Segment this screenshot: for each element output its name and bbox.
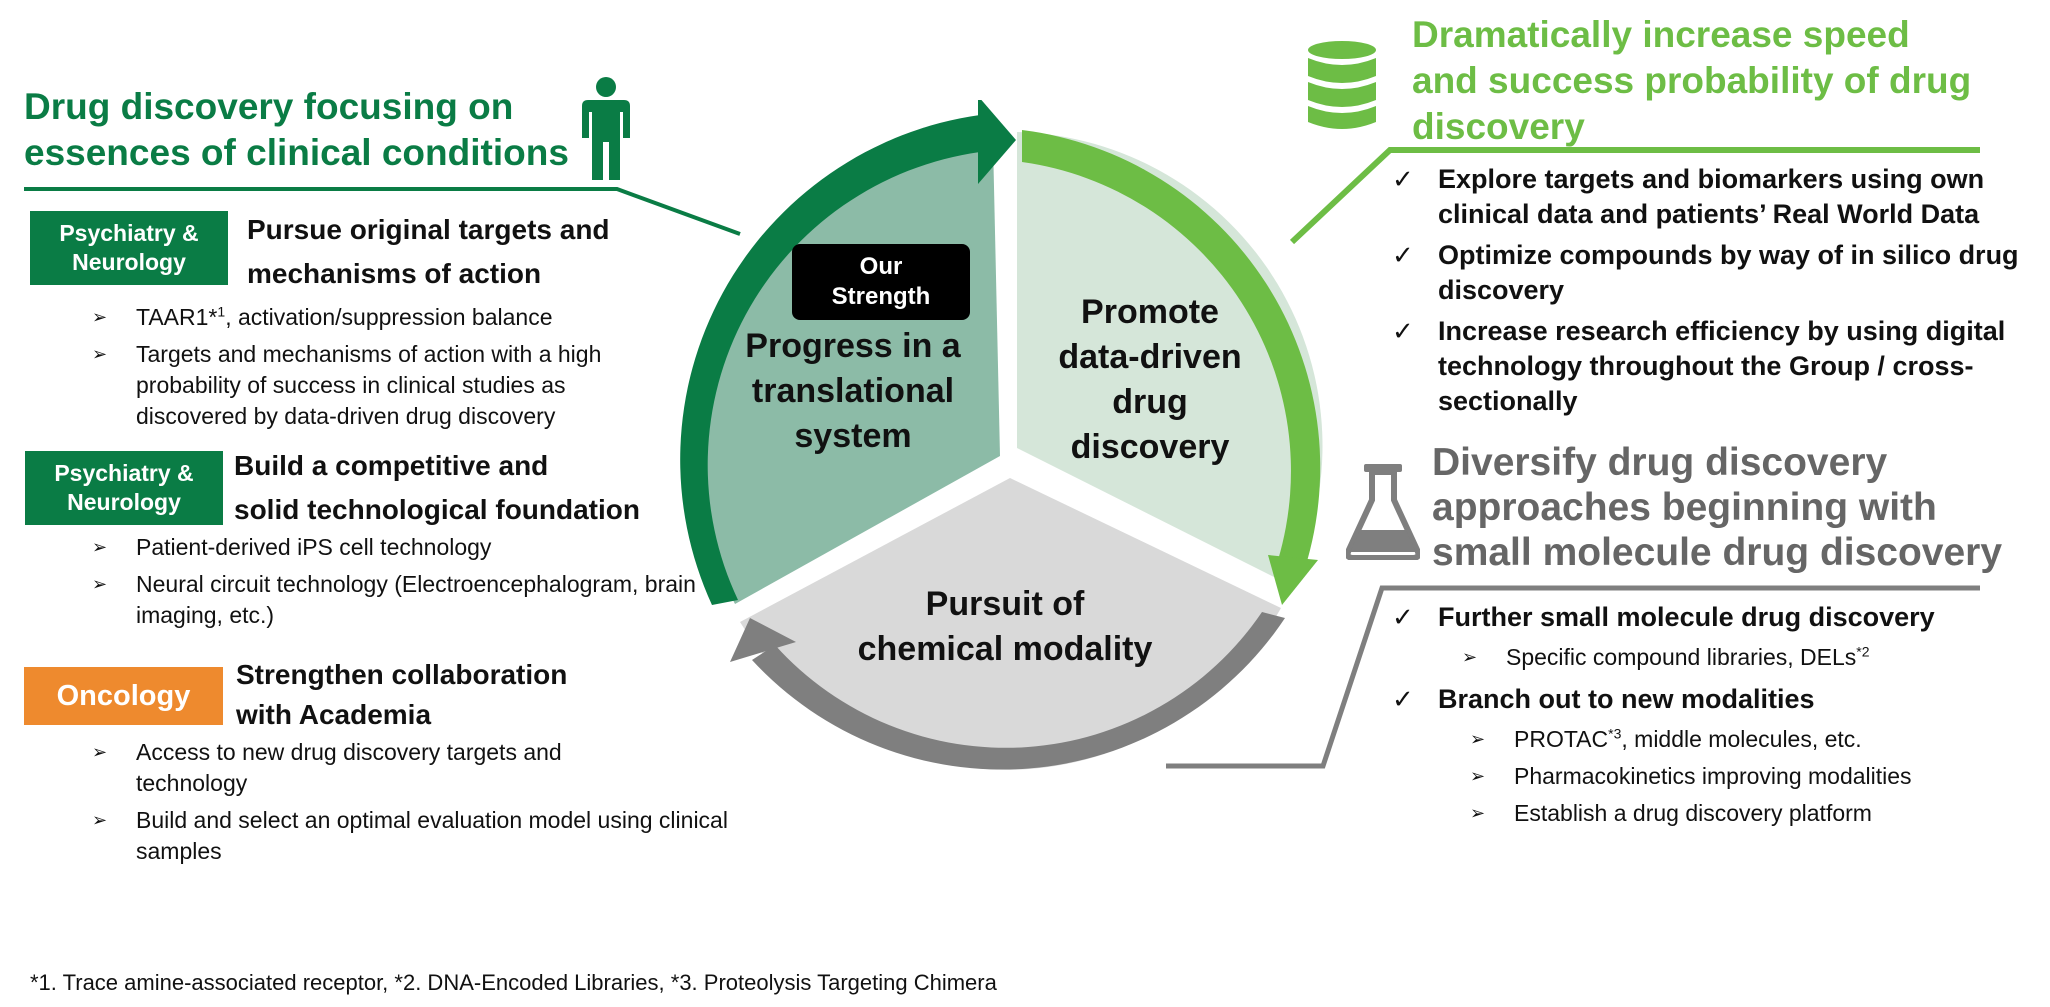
ring-arc-dark	[680, 115, 980, 605]
block-heading-academia: Strengthen collaboration with Academia	[236, 659, 568, 730]
list-item: ✓Further small molecule drug discovery S…	[1392, 600, 2042, 676]
right-bottom-list: ✓Further small molecule drug discovery S…	[1392, 600, 2042, 838]
database-icon	[1308, 41, 1376, 129]
block-heading-technological-foundation: Build a competitive and solid technologi…	[234, 450, 640, 525]
block2-list: Patient-derived iPS cell technology Neur…	[92, 532, 712, 631]
right-top-list: ✓Explore targets and biomarkers using ow…	[1392, 162, 2042, 425]
right-top-connector	[1289, 147, 1980, 245]
list-item: Build and select an optimal evaluation m…	[92, 805, 732, 867]
sub-list-item: Pharmacokinetics improving modalities	[1470, 758, 2042, 795]
list-item: ✓Increase research efficiency by using d…	[1392, 316, 2006, 416]
arrowhead-dark	[978, 100, 1016, 184]
sub-list: PROTAC*3, middle molecules, etc. Pharmac…	[1470, 721, 2042, 832]
flask-icon	[1346, 464, 1420, 560]
sub-list-item: Establish a drug discovery platform	[1470, 795, 2042, 832]
segment-label-chemical-modality: Pursuit of chemical modality	[857, 585, 1153, 668]
sub-list-item: Specific compound libraries, DELs*2	[1462, 639, 2042, 676]
block1-list: TAAR1*1, activation/suppression balance …	[92, 302, 692, 432]
left-connector-line	[24, 187, 741, 236]
arrowhead-gray	[730, 618, 796, 662]
list-item: TAAR1*1, activation/suppression balance	[92, 302, 692, 333]
block-heading-original-targets: Pursue original targets and mechanisms o…	[247, 214, 610, 289]
list-item: Targets and mechanisms of action with a …	[92, 339, 676, 432]
list-item: ✓Optimize compounds by way of in silico …	[1392, 240, 2019, 305]
segment-label-translational: Progress in a translational system	[745, 327, 961, 455]
right-bottom-title: Diversify drug discovery approaches begi…	[1432, 441, 2003, 574]
ring-arc-gray	[752, 612, 1285, 770]
category-tag-psychiatry-1: Psychiatry & Neurology	[30, 211, 228, 285]
right-top-title: Dramatically increase speed and success …	[1412, 14, 1972, 147]
arrowhead-light	[1268, 555, 1318, 605]
list-item: Neural circuit technology (Electroenceph…	[92, 569, 712, 631]
category-tag-psychiatry-2: Psychiatry & Neurology	[25, 451, 223, 525]
segment-data-driven	[1017, 132, 1323, 585]
block3-list: Access to new drug discovery targets and…	[92, 737, 732, 867]
sub-list: Specific compound libraries, DELs*2	[1462, 639, 2042, 676]
list-item: Patient-derived iPS cell technology	[92, 532, 712, 563]
right-bottom-connector	[1166, 585, 1980, 769]
our-strength-badge: Our Strength	[792, 244, 970, 320]
list-item: Access to new drug discovery targets and…	[92, 737, 656, 799]
footnotes: *1. Trace amine-associated receptor, *2.…	[30, 970, 997, 995]
segment-chemical-modality	[740, 478, 1281, 770]
sub-list-item: PROTAC*3, middle molecules, etc.	[1470, 721, 2042, 758]
ring-arc-light	[1022, 130, 1321, 568]
person-icon	[582, 77, 630, 180]
category-tag-oncology: Oncology	[24, 667, 223, 725]
list-item: ✓Explore targets and biomarkers using ow…	[1392, 164, 1985, 229]
segment-label-data-driven: Promote data-driven drug discovery	[1058, 293, 1242, 466]
left-title: Drug discovery focusing on essences of c…	[24, 86, 569, 173]
list-item: ✓Branch out to new modalities PROTAC*3, …	[1392, 682, 2042, 832]
